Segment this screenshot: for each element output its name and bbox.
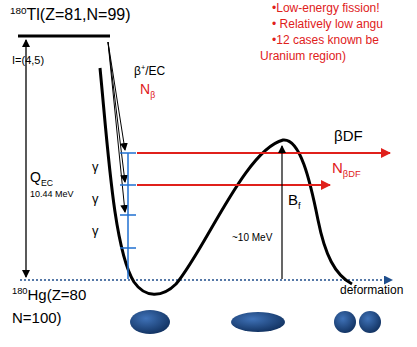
label-text: f — [298, 201, 301, 211]
label-text: /EC — [145, 64, 165, 78]
label-text: β — [150, 90, 155, 100]
label-text: 10.44 MeV — [30, 189, 74, 199]
bdf-count: NβDF — [332, 160, 361, 179]
label-text: N — [332, 159, 343, 176]
beta-count: Nβ — [140, 82, 155, 100]
nucleus-shape — [359, 311, 381, 333]
label-text: •12 cases known be — [272, 33, 379, 47]
note-line: Uranium region) — [260, 50, 346, 63]
label-text: βDF — [334, 127, 363, 144]
label-text: B — [288, 191, 298, 208]
gamma-label: γ — [92, 192, 99, 206]
nucleus-shape — [334, 311, 356, 333]
label-text: γ — [92, 191, 99, 206]
bdf-label: βDF — [334, 128, 363, 145]
qec-value: 10.44 MeV — [30, 190, 74, 200]
label-text: •Low-energy fission! — [272, 1, 380, 15]
barrier-value: ~10 MeV — [232, 232, 272, 243]
label-text: N=100) — [12, 309, 62, 326]
label-text: Q — [30, 169, 41, 185]
fission-arrow — [137, 152, 390, 154]
barrier-arrow — [281, 146, 282, 279]
nucleus-shape — [130, 310, 170, 334]
qec-arrow — [25, 40, 26, 277]
note-line: • Relatively low angu — [272, 18, 383, 31]
label-text: γ — [92, 159, 99, 174]
note-line: •12 cases known be — [272, 34, 379, 47]
parent-level — [18, 35, 110, 38]
spin-label: I=(4,5) — [12, 54, 44, 66]
label-text: I=(4,5) — [12, 54, 44, 66]
nuclide-label: 180Tl(Z=81,N=99) — [10, 6, 131, 24]
label-text: β — [134, 64, 141, 78]
beta-arrow — [108, 42, 125, 150]
note-line: •Low-energy fission! — [272, 2, 380, 15]
axis-label: deformation — [340, 284, 403, 297]
beta-arrow — [108, 42, 125, 212]
qec-label: QEC — [30, 170, 53, 188]
label-text: Tl(Z=81,N=99) — [27, 6, 131, 23]
gamma-label: γ — [92, 224, 99, 238]
label-text: 180 — [12, 286, 28, 296]
gamma-label: γ — [92, 160, 99, 174]
fission-barrier — [100, 68, 352, 294]
barrier-label: Bf — [288, 192, 301, 211]
gamma-ladder — [120, 153, 136, 279]
label-text: 180 — [10, 5, 27, 16]
label-text: Hg(Z=80 — [28, 286, 87, 303]
label-text: + — [141, 63, 145, 72]
nucleus-shape — [231, 312, 285, 332]
label-text: • Relatively low angu — [272, 17, 383, 31]
label-text: Uranium region) — [260, 49, 346, 63]
label-text: deformation — [340, 283, 403, 297]
label-text: N — [140, 81, 150, 97]
nuclide-label: N=100) — [12, 310, 62, 327]
fission-arrow — [137, 184, 330, 186]
label-text: EC — [41, 178, 53, 188]
deformation-axis — [20, 279, 392, 281]
label-text: ~10 MeV — [232, 232, 272, 243]
label-text: γ — [92, 223, 99, 238]
nuclide-label: 180Hg(Z=80 — [12, 286, 86, 304]
label-text: βDF — [343, 169, 361, 179]
decay-label: β+/EC — [134, 64, 165, 78]
